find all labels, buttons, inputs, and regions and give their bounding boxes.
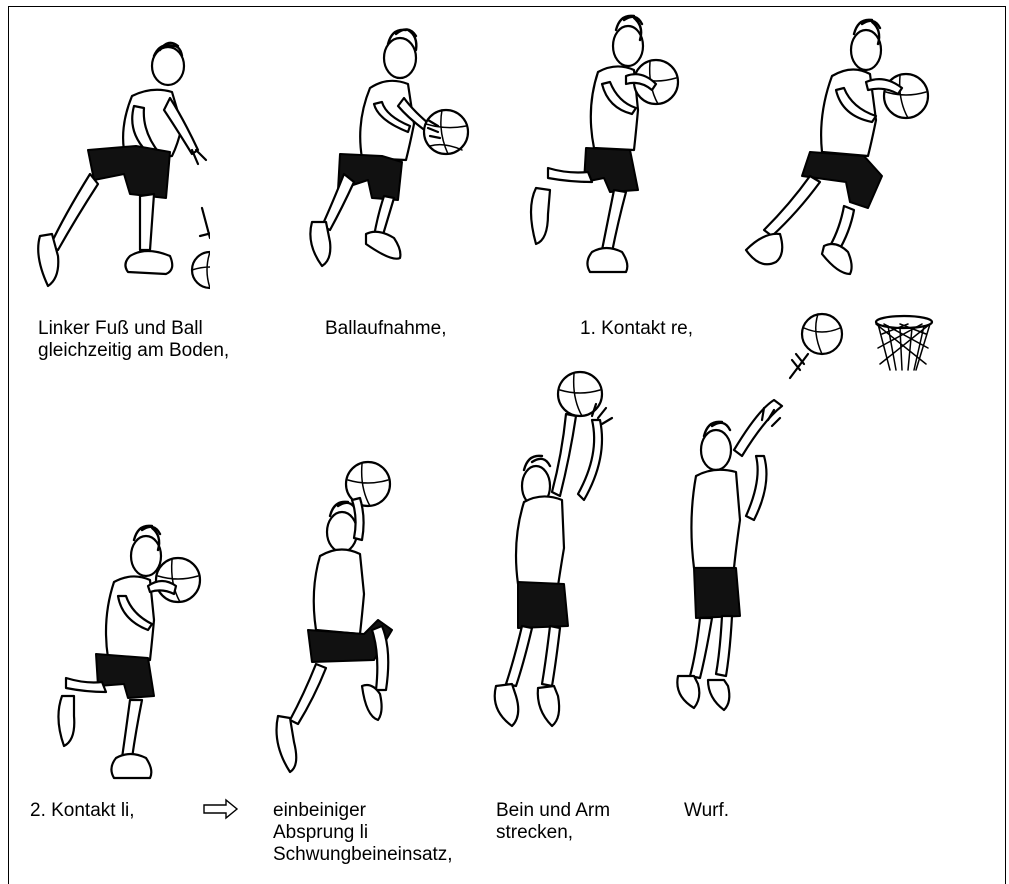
player-figure-4-step [740,10,940,286]
player-figure-7-stretch [488,370,628,750]
caption-step-4: 2. Kontakt li, [30,800,135,822]
caption-step-5: einbeiniger Absprung li Schwungbeineinsa… [273,800,453,866]
caption-step-6: Bein und Arm strecken, [496,800,610,844]
basketball-icon [778,308,848,388]
player-figure-3-contact-right [522,8,692,288]
player-figure-6-takeoff [264,454,424,784]
player-figure-8-shot [674,380,814,720]
caption-step-1: Linker Fuß und Ball gleichzeitig am Bode… [38,318,229,362]
caption-step-2: Ballaufnahme, [325,318,446,340]
player-figure-1-dribble [30,38,210,300]
player-figure-2-ballpickup [300,22,480,282]
caption-step-7: Wurf. [684,800,729,822]
caption-step-3: 1. Kontakt re, [580,318,693,340]
arrow-right-icon [203,798,239,820]
player-figure-5-contact-left [56,516,216,798]
basketball-hoop-icon [870,310,940,380]
